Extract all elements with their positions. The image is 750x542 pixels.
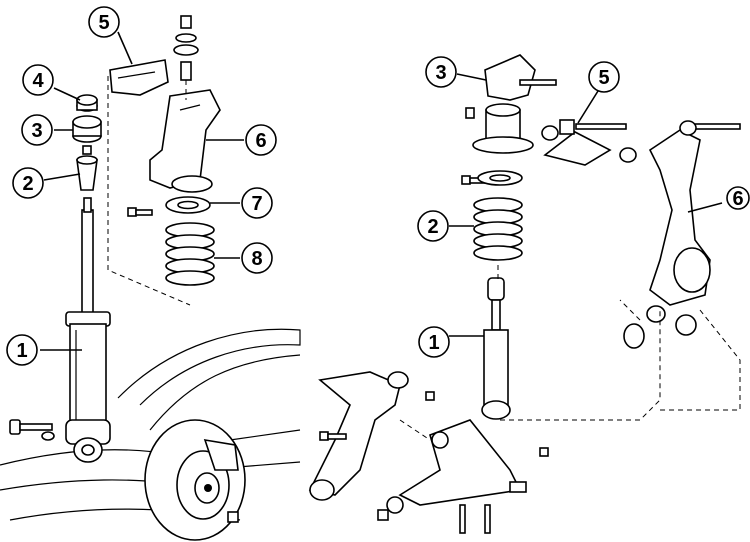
right-spring-seat: [477, 170, 523, 186]
callout-left-4-label: 4: [32, 70, 44, 92]
callout-left-1-label: 1: [16, 340, 27, 362]
callout-left-5: 5: [88, 6, 133, 65]
right-top-mount: [465, 54, 557, 154]
left-shock-absorber: [65, 197, 111, 463]
callout-right-2: 2: [417, 210, 474, 242]
left-upper-bushings: [72, 94, 102, 191]
callout-left-5-label: 5: [98, 12, 109, 34]
left-brake-hub: [144, 419, 246, 541]
left-top-nut-stack: [173, 15, 199, 81]
callout-left-3-label: 3: [31, 120, 42, 142]
callout-left-6: 6: [206, 124, 277, 156]
callout-left-6-label: 6: [255, 130, 266, 152]
right-shock-absorber: [481, 277, 511, 420]
left-strut-shield: [149, 89, 221, 193]
right-upper-arm: [541, 119, 637, 166]
left-spring-seat: [165, 196, 211, 214]
left-shield-bolt: [127, 207, 153, 217]
callout-left-2-label: 2: [22, 173, 33, 195]
right-loose-bolts: [319, 391, 549, 534]
callout-right-2-label: 2: [427, 216, 438, 238]
right-lower-arm: [386, 419, 527, 514]
callout-left-8-label: 8: [251, 248, 262, 270]
callout-left-8: 8: [214, 242, 273, 274]
right-subframe: [308, 371, 409, 501]
callout-left-3: 3: [21, 114, 73, 146]
right-steering-knuckle: [648, 120, 741, 306]
left-assembly: 1 2 3 4 5 6 7: [0, 6, 301, 541]
callout-right-6: 6: [687, 186, 750, 213]
callout-right-5: 5: [577, 61, 620, 124]
right-knuckle-bushings: [623, 305, 697, 349]
callout-left-4: 4: [22, 64, 81, 101]
callout-left-1: 1: [6, 334, 82, 366]
callout-left-2: 2: [12, 167, 81, 199]
callout-right-6-label: 6: [732, 188, 743, 210]
callout-right-5-label: 5: [598, 67, 609, 89]
left-coil-spring: [165, 222, 215, 286]
right-coil-spring: [473, 197, 523, 261]
right-assembly: 1 2 3 5 6: [308, 54, 750, 534]
left-shock-bolt: [9, 419, 55, 441]
callout-right-1-label: 1: [428, 332, 439, 354]
left-top-bracket: [109, 59, 169, 96]
callout-left-7: 7: [210, 187, 273, 219]
callout-right-1: 1: [418, 326, 484, 358]
callout-right-3: 3: [425, 56, 487, 88]
callout-right-3-label: 3: [435, 62, 446, 84]
callout-left-7-label: 7: [251, 193, 262, 215]
